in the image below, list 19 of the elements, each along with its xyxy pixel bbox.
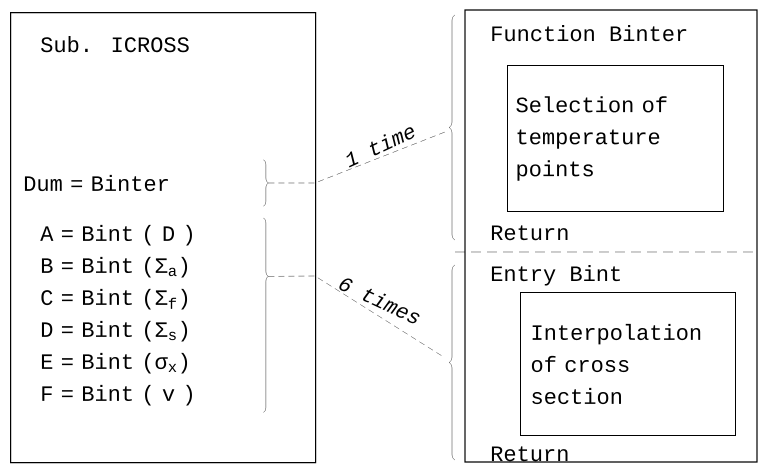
process-box: Selection of temperature points <box>507 65 724 212</box>
return-text: Return <box>492 225 568 240</box>
statement-text: E = Bint (σ$_{x}$) <box>42 352 188 374</box>
edge-label: 1 time <box>346 127 414 168</box>
statement-text: A = Bint ( D ) <box>40 224 192 246</box>
statement-text: F = Bint ( v ) <box>42 384 192 406</box>
statement-text: C = Bint (Σ$_{f}$) <box>41 288 188 310</box>
statement-text: B = Bint (Σ$_{a}$) <box>42 256 188 278</box>
edge-label: 6 times <box>339 278 420 324</box>
section-heading: Entry Bint <box>492 265 620 286</box>
section-heading: Function Binter <box>492 25 686 42</box>
entry-section <box>464 252 758 463</box>
function-section <box>454 9 758 252</box>
subroutine-box <box>10 12 316 464</box>
return-text: Return <box>492 446 568 462</box>
statement-text: Dum = Binter <box>24 174 168 192</box>
statement-text: D = Bint (Σ$_{s}$) <box>42 320 188 342</box>
box-heading: Sub. ICROSS <box>41 36 189 52</box>
process-box: Interpolation of cross section <box>520 292 736 436</box>
